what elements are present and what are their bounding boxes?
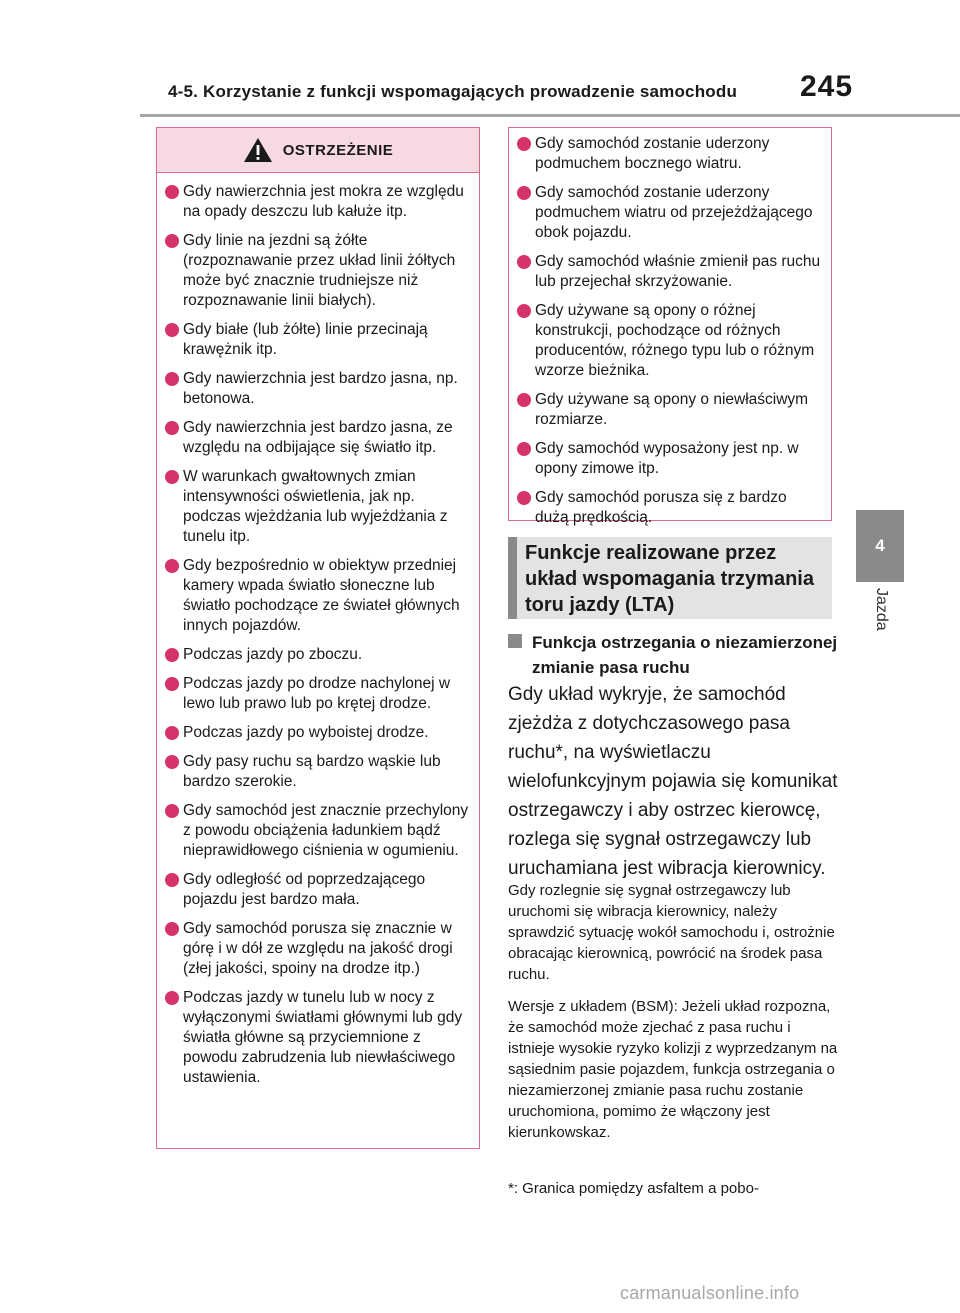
chapter-number: 4 <box>875 536 885 555</box>
bullet-dot-icon <box>165 234 179 248</box>
main-text: Gdy układ wykryje, że samochód zjeżdża z… <box>508 684 838 879</box>
warning-item: Gdy linie na jezdni są żółte (rozpoznawa… <box>165 231 471 311</box>
warning-item: Gdy odległość od poprzedzającego pojazdu… <box>165 870 471 910</box>
warning-item-text: Gdy samochód zostanie uderzony podmuchem… <box>535 184 813 241</box>
bullet-dot-icon <box>165 185 179 199</box>
warning-item-text: Gdy samochód właśnie zmienił pas ruchu l… <box>535 253 821 290</box>
bullet-dot-icon <box>165 372 179 386</box>
warning-triangle-icon <box>243 138 272 162</box>
warning-item: Gdy samochód zostanie uderzony podmuchem… <box>517 134 823 174</box>
warning-item: Gdy samochód porusza się znacznie w górę… <box>165 919 471 979</box>
bullet-dot-icon <box>165 755 179 769</box>
warning-item-text: Podczas jazdy po zboczu. <box>183 646 363 663</box>
bullet-dot-icon <box>517 186 531 200</box>
warning-item-text: Gdy nawierzchnia jest bardzo jasna, np. … <box>183 370 458 407</box>
warning-item-text: Podczas jazdy po drodze nachylonej w lew… <box>183 675 451 712</box>
warning-item: Gdy używane są opony o różnej konstrukcj… <box>517 301 823 381</box>
warning-continued-list: Gdy samochód zostanie uderzony podmuchem… <box>509 128 831 528</box>
chapter-label: Jazda <box>873 588 890 631</box>
bullet-dot-icon <box>517 255 531 269</box>
watermark: carmanualsonline.info <box>620 1283 800 1303</box>
bullet-dot-icon <box>517 304 531 318</box>
paragraph: Wersje z układem (BSM): Jeżeli układ roz… <box>508 998 838 1141</box>
chapter-tab: 4 <box>856 510 904 582</box>
bullet-dot-icon <box>517 442 531 456</box>
bullet-dot-icon <box>165 873 179 887</box>
warning-item-text: Gdy linie na jezdni są żółte (rozpoznawa… <box>183 232 456 309</box>
warning-list: Gdy nawierzchnia jest mokra ze względu n… <box>157 173 479 1088</box>
warning-item-text: Gdy używane są opony o niewłaściwym rozm… <box>535 391 809 428</box>
paragraph: Gdy rozlegnie się sygnał ostrzegawczy lu… <box>508 882 835 983</box>
warning-item: Gdy bezpośrednio w obiektyw przedniej ka… <box>165 556 471 636</box>
warning-item-text: Gdy białe (lub żółte) linie przecinają k… <box>183 321 428 358</box>
warning-item: W warunkach gwałtownych zmian intensywno… <box>165 467 471 547</box>
bullet-dot-icon <box>165 470 179 484</box>
warning-item: Gdy nawierzchnia jest bardzo jasna, np. … <box>165 369 471 409</box>
warning-item-text: Gdy używane są opony o różnej konstrukcj… <box>535 302 815 379</box>
warning-item: Podczas jazdy w tunelu lub w nocy z wyłą… <box>165 988 471 1088</box>
warning-item-text: Gdy nawierzchnia jest bardzo jasna, ze w… <box>183 419 453 456</box>
warning-item: Gdy pasy ruchu są bardzo wąskie lub bard… <box>165 752 471 792</box>
bullet-dot-icon <box>165 991 179 1005</box>
header-title: 4-5. Korzystanie z funkcji wspomagającyc… <box>168 82 738 101</box>
square-bullet-icon <box>508 634 522 648</box>
warning-title: OSTRZEŻENIE <box>282 141 394 159</box>
warning-item: Podczas jazdy po wyboistej drodze. <box>165 723 471 743</box>
bullet-dot-icon <box>165 804 179 818</box>
warning-item: Gdy nawierzchnia jest mokra ze względu n… <box>165 182 471 222</box>
subheading: Funkcja ostrzegania o niezamierzonej zmi… <box>508 630 838 680</box>
warning-item-text: Podczas jazdy w tunelu lub w nocy z wyłą… <box>183 989 463 1086</box>
bullet-dot-icon <box>165 323 179 337</box>
bullet-dot-icon <box>517 137 531 151</box>
warning-item: Podczas jazdy po zboczu. <box>165 645 471 665</box>
warning-header: OSTRZEŻENIE <box>157 128 479 173</box>
bullet-dot-icon <box>165 922 179 936</box>
bullet-dot-icon <box>165 726 179 740</box>
warning-item: Gdy białe (lub żółte) linie przecinają k… <box>165 320 471 360</box>
warning-continued-box: Gdy samochód zostanie uderzony podmuchem… <box>508 127 832 526</box>
warning-item: Gdy nawierzchnia jest bardzo jasna, ze w… <box>165 418 471 458</box>
bullet-dot-icon <box>165 677 179 691</box>
bullet-dot-icon <box>517 491 531 505</box>
page-number: 245 <box>800 70 854 103</box>
bullet-dot-icon <box>165 559 179 573</box>
warning-item-text: Gdy samochód wyposażony jest np. w opony… <box>535 440 799 477</box>
warning-item: Gdy samochód właśnie zmienił pas ruchu l… <box>517 252 823 292</box>
subheading-text: Funkcja ostrzegania o niezamierzonej zmi… <box>532 633 838 677</box>
warning-item-text: W warunkach gwałtownych zmian intensywno… <box>183 468 448 545</box>
bullet-dot-icon <box>517 393 531 407</box>
warning-item: Podczas jazdy po drodze nachylonej w lew… <box>165 674 471 714</box>
bullet-dot-icon <box>165 421 179 435</box>
warning-item-text: Gdy samochód porusza się z bardzo dużą p… <box>535 489 787 526</box>
warning-item-text: Gdy nawierzchnia jest mokra ze względu n… <box>183 183 464 220</box>
warning-item-text: Gdy samochód jest znacznie przechylony z… <box>183 802 469 859</box>
warning-item: Gdy używane są opony o niewłaściwym rozm… <box>517 390 823 430</box>
bullet-dot-icon <box>165 648 179 662</box>
header-rule <box>140 114 960 117</box>
warning-box: OSTRZEŻENIE Gdy nawierzchnia jest mokra … <box>156 127 480 1149</box>
warning-item: Gdy samochód wyposażony jest np. w opony… <box>517 439 823 479</box>
warning-item-text: Gdy bezpośrednio w obiektyw przedniej ka… <box>183 557 460 634</box>
warning-item: Gdy samochód zostanie uderzony podmuchem… <box>517 183 823 243</box>
footnote: *: Granica pomiędzy asfaltem a pobo- <box>508 1180 759 1197</box>
section-heading-box: Funkcje realizowane przez układ wspomaga… <box>508 537 832 619</box>
warning-item: Gdy samochód porusza się z bardzo dużą p… <box>517 488 823 528</box>
warning-item: Gdy samochód jest znacznie przechylony z… <box>165 801 471 861</box>
section-title: Funkcje realizowane przez układ wspomaga… <box>525 542 814 616</box>
warning-item-text: Gdy samochód zostanie uderzony podmuchem… <box>535 135 770 172</box>
warning-item-text: Gdy pasy ruchu są bardzo wąskie lub bard… <box>183 753 441 790</box>
warning-item-text: Gdy samochód porusza się znacznie w górę… <box>183 920 453 977</box>
warning-item-text: Podczas jazdy po wyboistej drodze. <box>183 724 429 741</box>
warning-item-text: Gdy odległość od poprzedzającego pojazdu… <box>183 871 426 908</box>
